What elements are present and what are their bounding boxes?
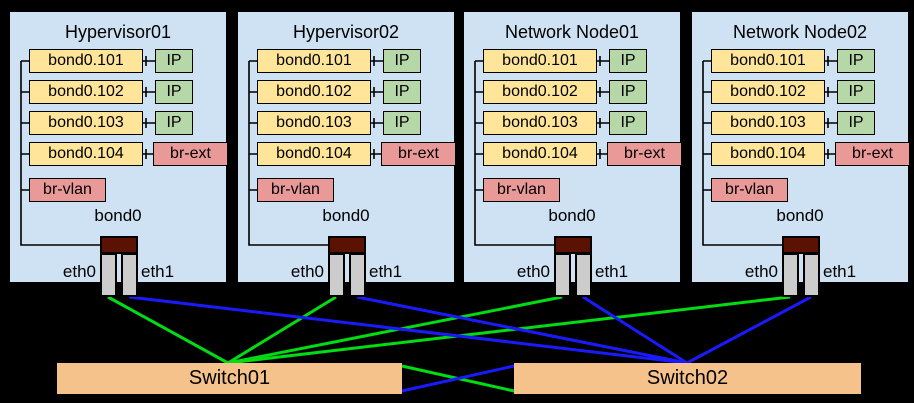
nic-eth1 bbox=[803, 253, 820, 297]
switch02-box: Switch02 bbox=[514, 363, 861, 394]
bridge-vlan-box: br-vlan bbox=[29, 178, 106, 202]
vlan-interface-box: bond0.101 bbox=[483, 49, 597, 73]
link-networknode02-eth1-switch02 bbox=[686, 295, 812, 365]
nic-eth0 bbox=[782, 253, 799, 297]
connector-lines bbox=[474, 56, 609, 246]
nic-eth1 bbox=[349, 253, 366, 297]
bond-label: bond0 bbox=[776, 206, 824, 225]
eth0-label: eth0 bbox=[290, 262, 324, 281]
link-hypervisor01-eth1-switch02 bbox=[128, 295, 688, 365]
eth0-label: eth0 bbox=[62, 262, 96, 281]
ip-box: IP bbox=[837, 80, 875, 104]
vlan-interface-box: bond0.101 bbox=[29, 49, 143, 73]
link-networknode01-eth1-switch02 bbox=[582, 295, 688, 365]
vlan-interface-box: bond0.101 bbox=[711, 49, 825, 73]
link-switch01-switch02-blue bbox=[401, 364, 515, 393]
ip-box: IP bbox=[837, 49, 875, 73]
link-hypervisor02-eth1-switch02 bbox=[356, 295, 688, 365]
bond-label: bond0 bbox=[322, 206, 370, 225]
eth0-label: eth0 bbox=[744, 262, 778, 281]
eth0-label: eth0 bbox=[516, 262, 550, 281]
node-panel-hypervisor01: Hypervisor01 bond0.101 IP bond0.102 IP b… bbox=[8, 10, 228, 297]
node-title: Hypervisor01 bbox=[64, 22, 172, 42]
vlan-interface-box: bond0.101 bbox=[257, 49, 371, 73]
bond-label: bond0 bbox=[548, 206, 596, 225]
node-panel-hypervisor02: Hypervisor02 bond0.101 IP bond0.102 IP b… bbox=[236, 10, 456, 297]
vlan-interface-box: bond0.102 bbox=[257, 80, 371, 104]
vlan-interface-box: bond0.102 bbox=[483, 80, 597, 104]
link-networknode01-eth0-switch01 bbox=[227, 295, 563, 365]
link-networknode02-eth0-switch01 bbox=[227, 295, 791, 365]
ip-box: IP bbox=[155, 49, 193, 73]
vlan-interface-box: bond0.102 bbox=[29, 80, 143, 104]
bridge-vlan-box: br-vlan bbox=[483, 178, 560, 202]
vlan-interface-box: bond0.104 bbox=[257, 142, 371, 166]
bond-box bbox=[782, 236, 820, 254]
nic-eth1 bbox=[575, 253, 592, 297]
bond-label: bond0 bbox=[94, 206, 142, 225]
node-title: Network Node01 bbox=[504, 22, 640, 42]
bridge-ext-box: br-ext bbox=[381, 142, 456, 166]
eth1-label: eth1 bbox=[595, 262, 629, 281]
eth1-label: eth1 bbox=[141, 262, 175, 281]
node-panel-networknode02: Network Node02 bond0.101 IP bond0.102 IP… bbox=[690, 10, 910, 297]
ip-box: IP bbox=[837, 111, 875, 135]
nic-eth0 bbox=[100, 253, 117, 297]
ip-box: IP bbox=[383, 111, 421, 135]
nic-eth0 bbox=[554, 253, 571, 297]
link-hypervisor01-eth0-switch01 bbox=[107, 295, 229, 365]
nic-eth0 bbox=[328, 253, 345, 297]
bridge-vlan-box: br-vlan bbox=[257, 178, 334, 202]
bond-box bbox=[328, 236, 366, 254]
ip-box: IP bbox=[383, 80, 421, 104]
nic-eth1 bbox=[121, 253, 138, 297]
vlan-interface-box: bond0.103 bbox=[711, 111, 825, 135]
bridge-ext-box: br-ext bbox=[607, 142, 682, 166]
switch01-box: Switch01 bbox=[57, 363, 402, 394]
ip-box: IP bbox=[155, 111, 193, 135]
connector-lines bbox=[20, 56, 155, 246]
connector-lines bbox=[248, 56, 383, 246]
connector-lines bbox=[702, 56, 837, 246]
vlan-interface-box: bond0.102 bbox=[711, 80, 825, 104]
ip-box: IP bbox=[609, 49, 647, 73]
bridge-ext-box: br-ext bbox=[835, 142, 910, 166]
ip-box: IP bbox=[155, 80, 193, 104]
vlan-interface-box: bond0.103 bbox=[483, 111, 597, 135]
node-panel-networknode01: Network Node01 bond0.101 IP bond0.102 IP… bbox=[462, 10, 682, 297]
link-hypervisor02-eth0-switch01 bbox=[227, 295, 337, 365]
eth1-label: eth1 bbox=[369, 262, 403, 281]
eth1-label: eth1 bbox=[823, 262, 857, 281]
bond-box bbox=[554, 236, 592, 254]
vlan-interface-box: bond0.104 bbox=[711, 142, 825, 166]
bridge-vlan-box: br-vlan bbox=[711, 178, 788, 202]
vlan-interface-box: bond0.103 bbox=[257, 111, 371, 135]
ip-box: IP bbox=[609, 80, 647, 104]
ip-box: IP bbox=[383, 49, 421, 73]
bridge-ext-box: br-ext bbox=[153, 142, 228, 166]
bond-box bbox=[100, 236, 138, 254]
vlan-interface-box: bond0.104 bbox=[483, 142, 597, 166]
ip-box: IP bbox=[609, 111, 647, 135]
vlan-interface-box: bond0.104 bbox=[29, 142, 143, 166]
node-title: Network Node02 bbox=[732, 22, 868, 42]
vlan-interface-box: bond0.103 bbox=[29, 111, 143, 135]
node-title: Hypervisor02 bbox=[292, 22, 400, 42]
